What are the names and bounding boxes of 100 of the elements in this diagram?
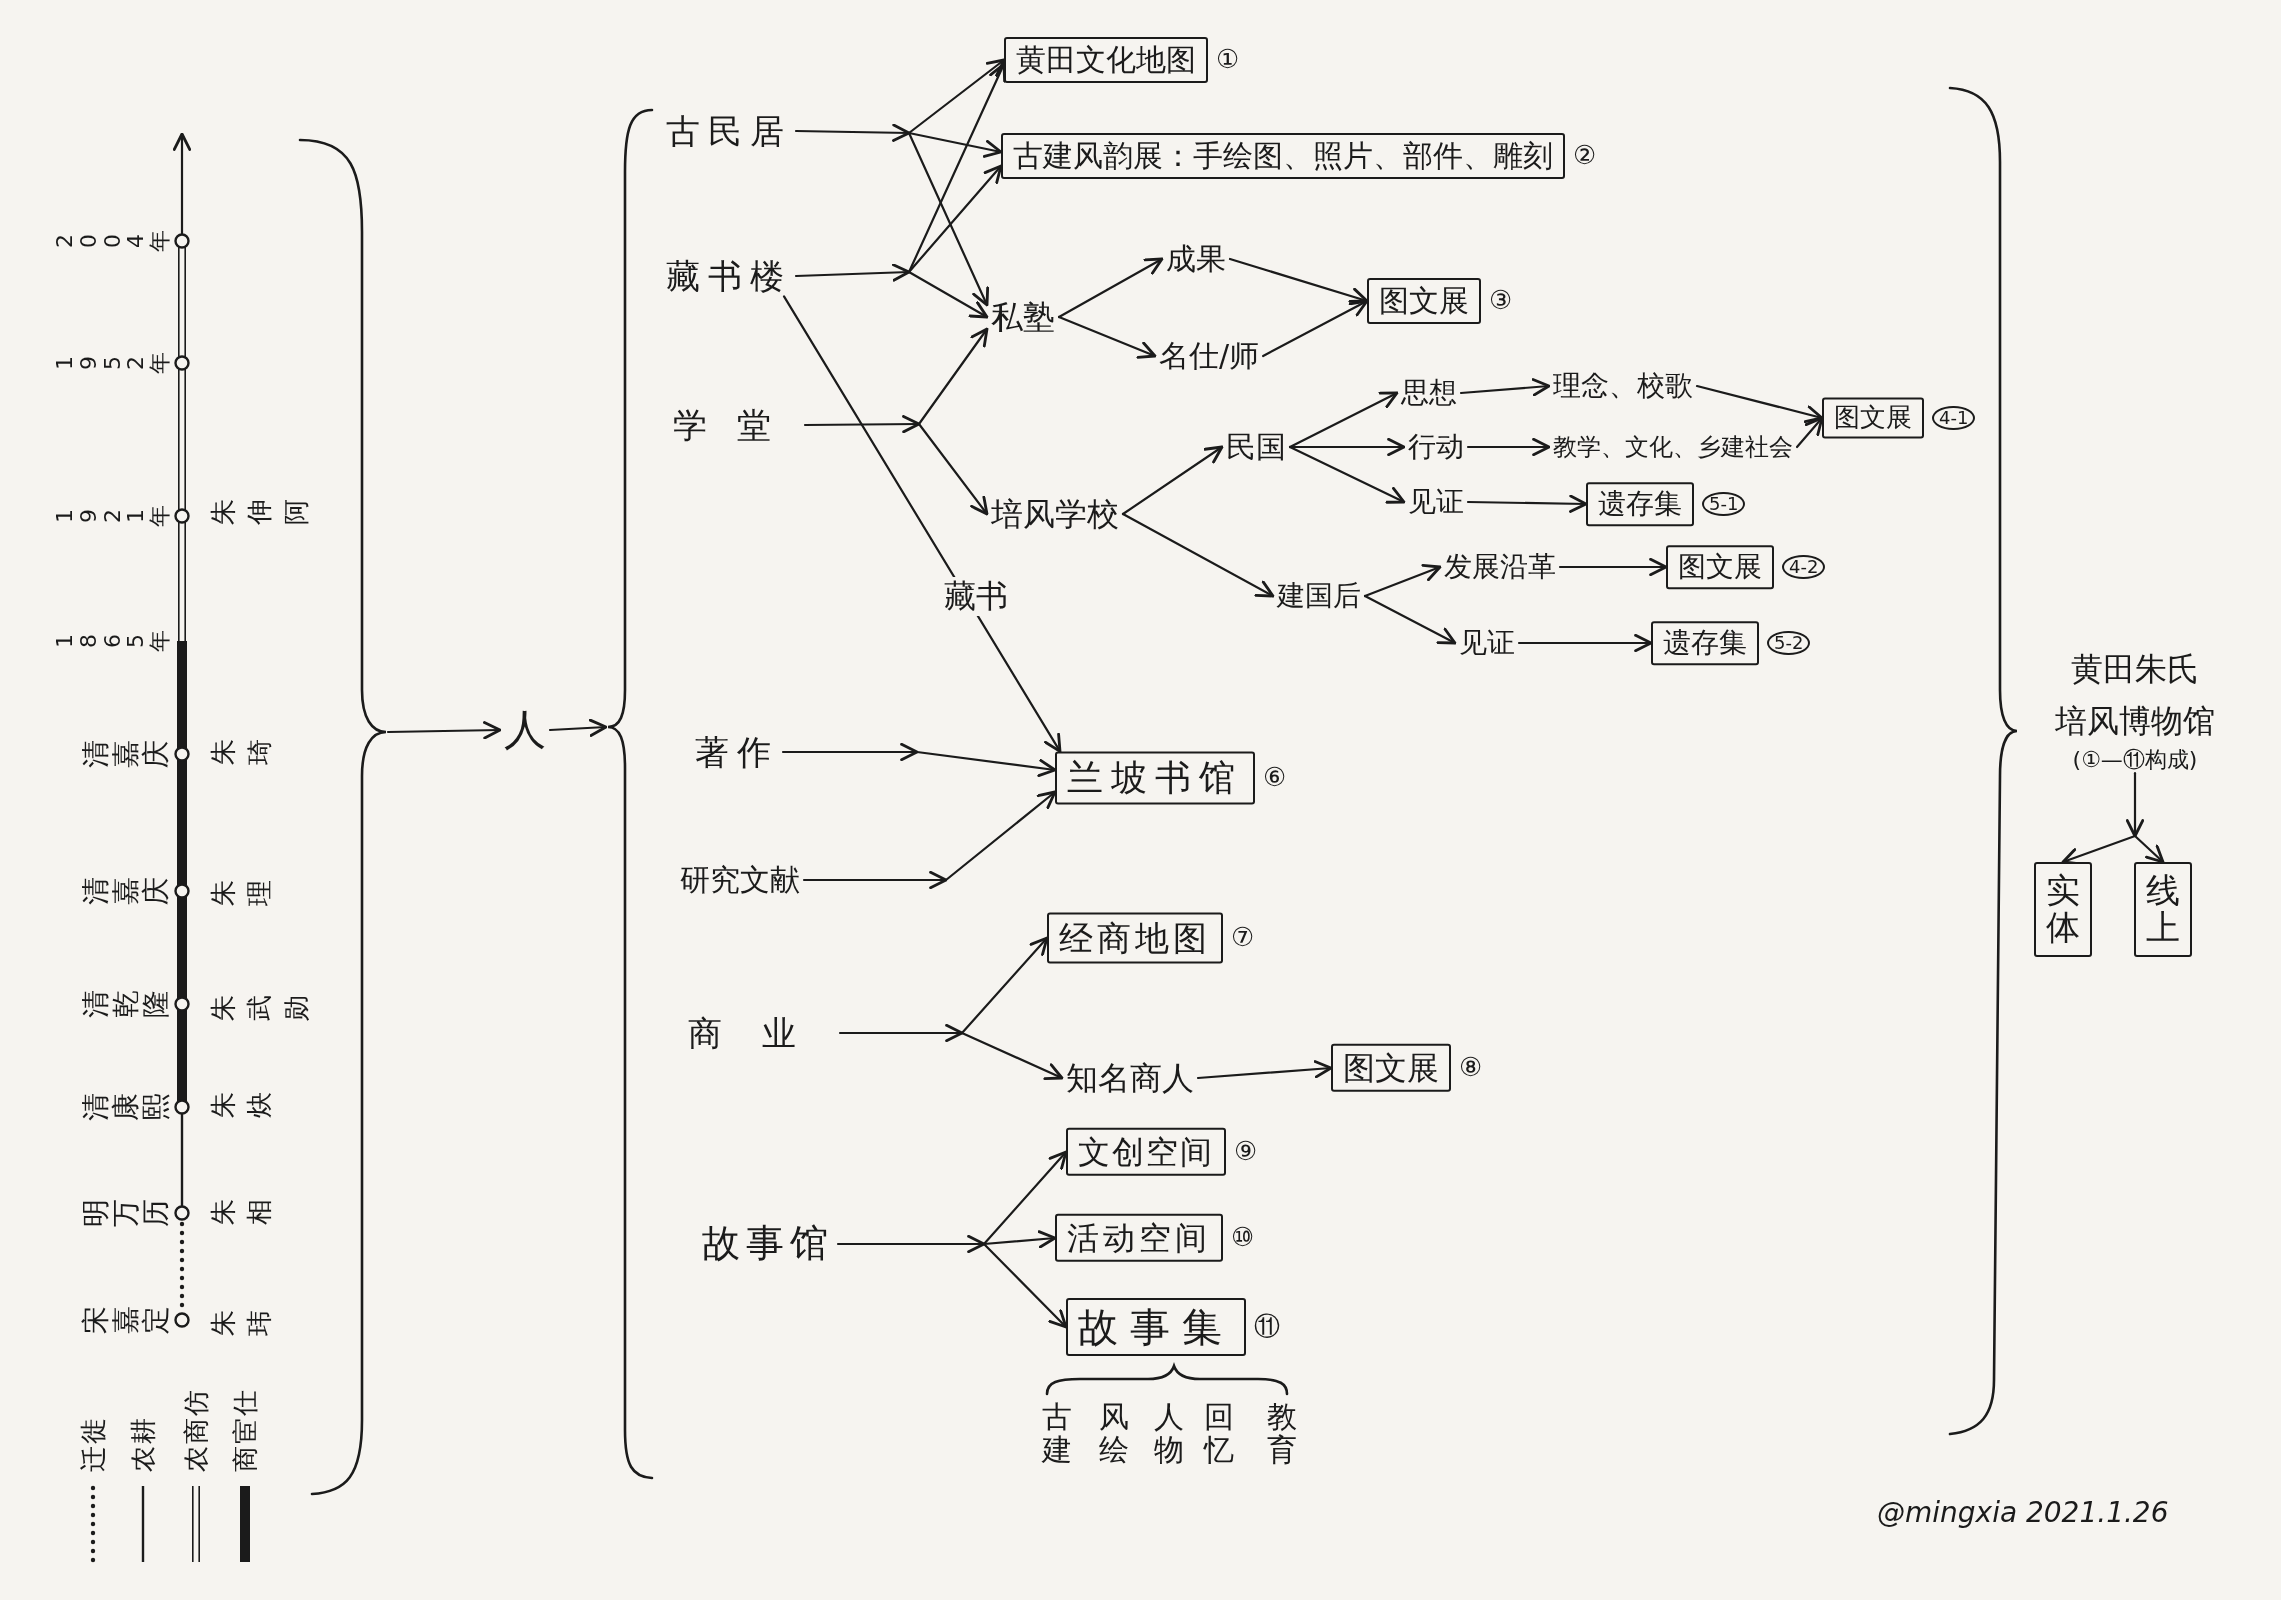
vertical-text-box: 线上 [2134, 862, 2192, 957]
topic-label: 私塾 [987, 297, 1059, 337]
arrow [794, 263, 911, 282]
callout-number: 5-2 [1767, 630, 1811, 656]
exhibit-box: 文创空间 [1066, 1127, 1226, 1177]
arrow [1459, 378, 1551, 397]
signature-text: @mingxia 2021.1.26 [1877, 1496, 2169, 1529]
keyword-label: 古建 [1042, 1400, 1072, 1466]
callout-number: ② [1573, 141, 1597, 171]
legend-label: 农耕 [128, 1416, 158, 1472]
topic-label: 理念、校歌 [1549, 369, 1697, 403]
arrow [1363, 563, 1442, 598]
callout-number: ③ [1489, 286, 1513, 316]
arrow [1057, 315, 1157, 359]
arrow [1795, 416, 1824, 449]
keyword-label: 人物 [1154, 1400, 1184, 1466]
topic-label: 成果 [1162, 241, 1230, 277]
callout-number: 4-1 [1932, 405, 1976, 431]
arrow [1363, 594, 1457, 645]
arrow [1695, 384, 1824, 424]
curly-brace [606, 108, 654, 1480]
exhibit-box: 故事集 [1066, 1298, 1246, 1356]
exhibit-box: 古建风韵展：手绘图、照片、部件、雕刻 [1001, 133, 1565, 179]
topic-label: 知名商人 [1062, 1058, 1198, 1098]
category-label: 商业 [684, 1012, 840, 1054]
callout-number: ⑪ [1254, 1312, 1280, 1342]
category-label: 藏书楼 [662, 255, 796, 297]
arrow [907, 270, 989, 319]
arrow [2133, 834, 2165, 864]
topic-label: 民国 [1222, 429, 1290, 465]
era-label: 2004年 [52, 230, 171, 252]
topic-label: 培风学校 [987, 494, 1123, 534]
person-name-label: 朱玮 [207, 1310, 276, 1336]
arrow [802, 870, 948, 890]
arrow [548, 718, 608, 737]
topic-label: 行动 [1404, 430, 1468, 464]
person-name-label: 朱炔 [207, 1092, 276, 1118]
person-name-label: 朱相 [207, 1199, 276, 1225]
callout-number: ⑧ [1459, 1053, 1483, 1083]
era-label: 1865年 [52, 630, 171, 652]
arrow [1466, 437, 1551, 457]
exhibit-box: 图文展 [1367, 278, 1481, 324]
arrow [1517, 633, 1653, 653]
arrow [1121, 445, 1224, 516]
category-label: 故事馆 [698, 1221, 838, 1267]
topic-label: 见证 [1404, 485, 1468, 519]
arrow [915, 750, 1057, 778]
arrow [944, 790, 1057, 882]
era-label: 清康熙 [80, 1093, 171, 1121]
keyword-label: 回忆 [1204, 1400, 1234, 1466]
arrow [907, 131, 990, 307]
arrow [2125, 772, 2145, 838]
museum-subtitle: 黄田朱氏 [2070, 650, 2200, 689]
vertical-text-box: 实体 [2034, 862, 2092, 957]
exhibit-box: 遗存集 [1651, 621, 1759, 665]
arrow [917, 422, 989, 516]
arrow [982, 1242, 1068, 1329]
arrow [1466, 494, 1588, 513]
arrow [960, 936, 1049, 1035]
central-label: 人 [500, 704, 550, 756]
era-label: 清嘉庆 [80, 877, 171, 905]
category-label: 古民居 [662, 110, 796, 152]
era-label: 清乾隆 [80, 990, 171, 1018]
era-label: 1952年 [52, 352, 171, 374]
exhibit-box: 经商地图 [1047, 912, 1223, 964]
arrow [907, 58, 1006, 135]
arrow [838, 1023, 964, 1043]
keyword-label: 教育 [1267, 1400, 1297, 1466]
person-name-label: 朱武勋 [207, 995, 312, 1021]
arrow [1121, 512, 1275, 598]
legend-label: 迁徙 [78, 1416, 108, 1472]
exhibit-box: 活动空间 [1055, 1213, 1223, 1263]
callout-number: 4-2 [1782, 554, 1826, 580]
exhibit-box: 遗存集 [1586, 482, 1694, 526]
person-name-label: 朱琦 [207, 739, 276, 765]
callout-number: ① [1216, 45, 1240, 75]
callout-number: 5-1 [1702, 491, 1746, 517]
arrow [907, 62, 1006, 274]
exhibit-box: 黄田文化地图 [1004, 37, 1208, 83]
topic-label: 思想 [1397, 376, 1461, 410]
exhibit-box: 图文展 [1666, 545, 1774, 589]
exhibit-box: 兰坡书馆 [1055, 751, 1255, 805]
arrow [803, 415, 921, 434]
topic-label: 见证 [1455, 626, 1519, 660]
topic-label: 名仕/师 [1155, 338, 1264, 374]
callout-number: ⑩ [1231, 1223, 1255, 1253]
person-name-label: 朱伸阿 [207, 499, 312, 525]
arrow [1262, 299, 1369, 358]
arrow [1288, 391, 1399, 449]
arrow [960, 1031, 1064, 1081]
person-name-label: 朱理 [207, 880, 276, 906]
arrow [386, 721, 502, 740]
arrow [917, 327, 989, 426]
arrow [1288, 445, 1406, 504]
arrow [982, 1230, 1057, 1249]
arrow [1057, 257, 1164, 319]
arrow [907, 131, 1003, 158]
callout-number: ⑥ [1263, 763, 1287, 793]
era-label: 清嘉庆 [80, 740, 171, 768]
category-label: 著作 [691, 731, 783, 773]
